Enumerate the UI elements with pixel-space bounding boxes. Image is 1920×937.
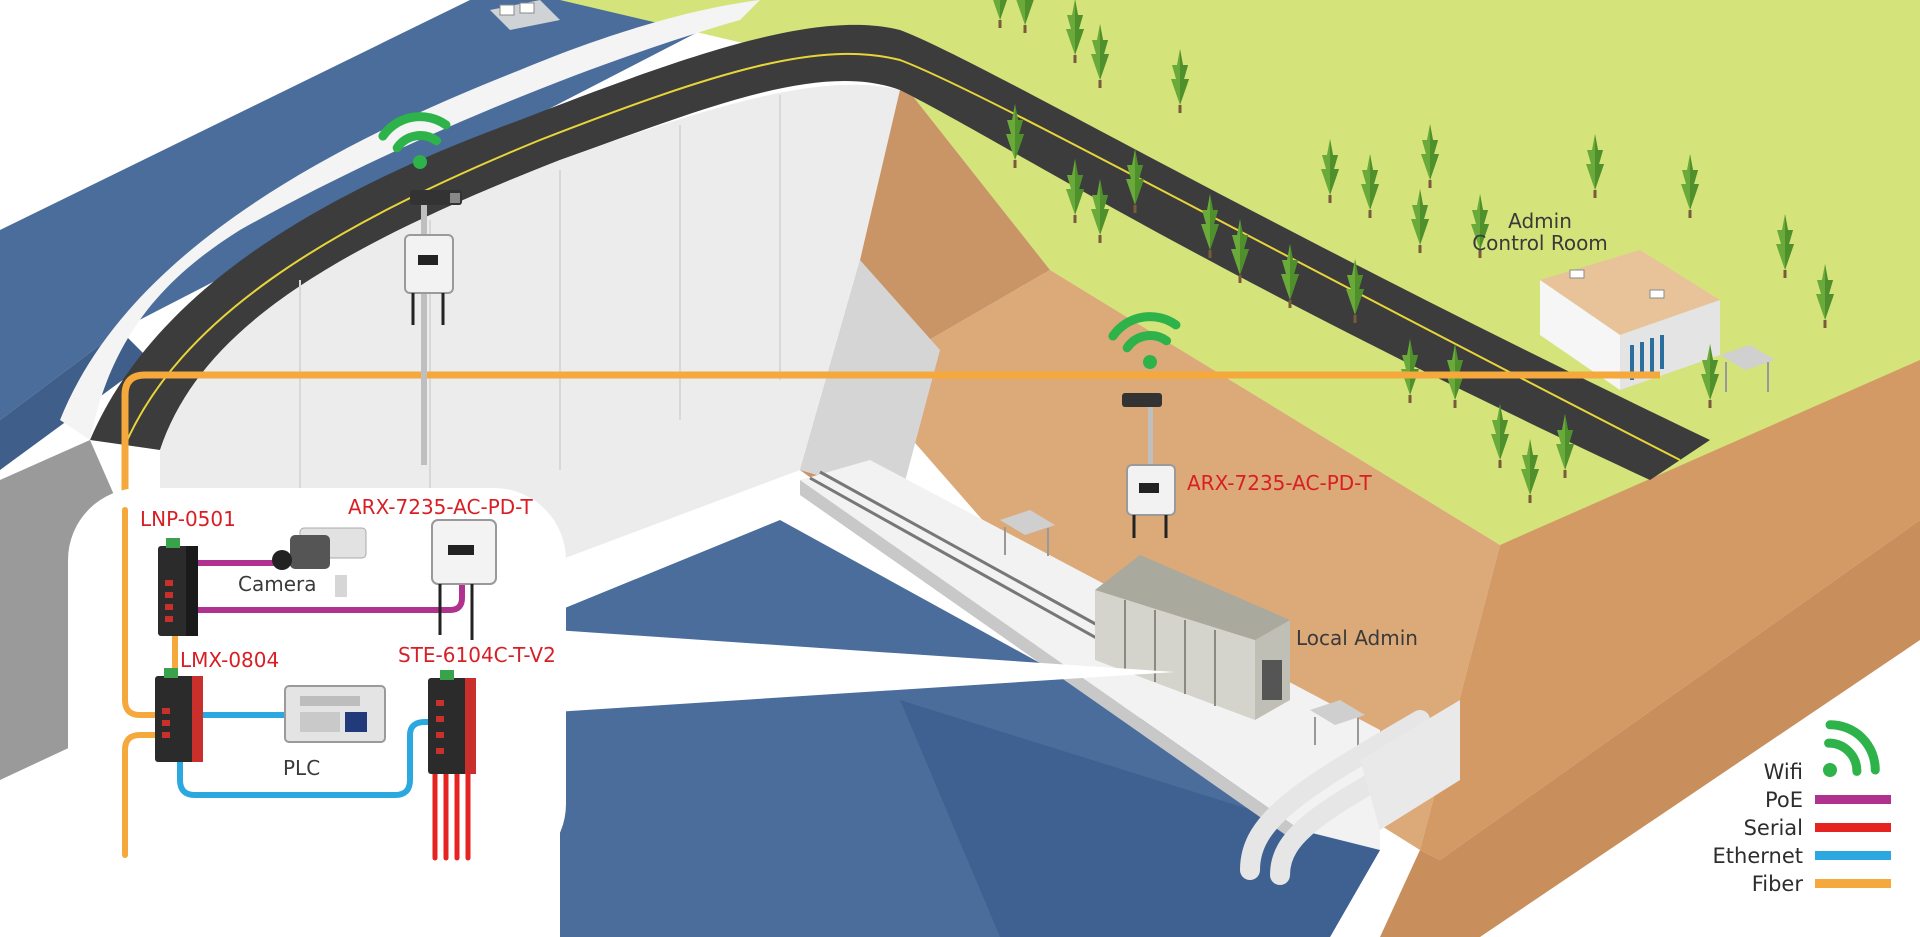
road-centerline [124,52,1681,461]
spillway-water-dark [900,700,1380,937]
plc-device [284,685,386,743]
camera-icon [272,527,367,597]
legend-item-ethernet: Ethernet [1713,844,1891,868]
wifi-icon [1802,715,1884,797]
legend-fiber-label: Fiber [1752,872,1804,896]
callout-pointer [555,630,1175,712]
legend-serial-swatch [1815,823,1891,832]
lnp-0501-switch [158,538,198,636]
legend-item-poe: PoE [1765,788,1891,812]
earth-cliff-right [1420,360,1920,860]
outlet-block [1360,700,1460,830]
camera-label: Camera [238,572,317,596]
legend-serial-label: Serial [1744,816,1803,840]
legend-item-wifi: Wifi [1764,715,1885,797]
ste-6104c-device [428,670,476,774]
admin-control-room-building [1540,250,1720,390]
lmx-0804-label: LMX-0804 [180,648,279,672]
shelter-small-2 [1310,700,1365,746]
channel-walkway-edge [800,480,1300,845]
earth-cliff-bottom [1380,520,1920,937]
local-admin-building [1095,555,1290,720]
lnp-0501-label: LNP-0501 [140,507,236,531]
legend-item-fiber: Fiber [1752,872,1891,896]
inset-ap-label: ARX-7235-AC-PD-T [348,495,534,519]
earth-cliff-upper [800,80,1050,510]
plc-label: PLC [283,756,320,780]
admin-control-room-label-line2: Control Room [1472,231,1608,255]
shelter-small-1 [1000,510,1055,556]
ap-pole-dam [404,190,462,465]
channel-walkway [800,460,1380,850]
admin-shelter [1720,345,1775,392]
inset-wiring [122,507,471,861]
dam-wall-shade [800,260,940,500]
inset-ap-device [431,519,497,640]
legend-fiber-swatch [1815,879,1891,888]
rail-track [809,470,1111,642]
dam-road [90,24,1710,480]
admin-control-room-label-line1: Admin [1508,209,1572,233]
fiber-trunk-line [121,371,1660,855]
ap-outside-label: ARX-7235-AC-PD-T [1187,471,1373,495]
legend: Wifi PoE Serial Ethernet Fiber [1713,715,1891,896]
local-admin-label: Local Admin [1296,626,1418,650]
reservoir-water [0,0,760,420]
legend-poe-swatch [1815,795,1891,804]
legend-ethernet-label: Ethernet [1713,844,1803,868]
legend-poe-label: PoE [1765,788,1803,812]
ap-pole-local-admin [1122,393,1176,538]
legend-item-serial: Serial [1744,816,1891,840]
ste-6104c-label: STE-6104C-T-V2 [398,643,556,667]
legend-ethernet-swatch [1815,851,1891,860]
intake-structure [490,0,560,30]
lmx-0804-switch [155,668,203,762]
legend-wifi-label: Wifi [1764,760,1803,784]
